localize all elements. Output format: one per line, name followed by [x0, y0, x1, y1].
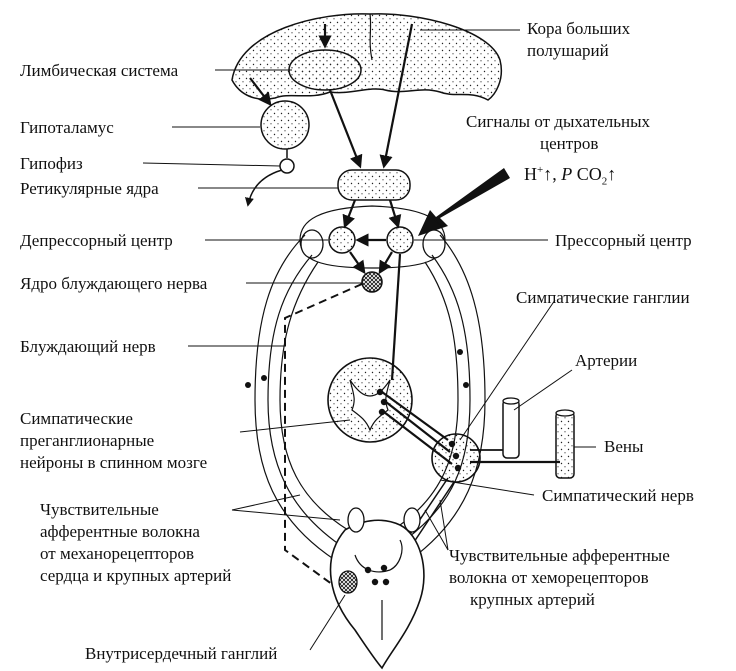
label-mechano-4: сердца и крупных артерий — [40, 566, 232, 585]
heart-vessel-right — [403, 507, 421, 533]
label-mechano-2: афферентные волокна — [40, 522, 200, 541]
pregang-neuron — [380, 398, 388, 406]
label-pregang-3: нейроны в спинном мозге — [20, 453, 208, 472]
label-hypothalamus: Гипоталамус — [20, 118, 114, 137]
cortex-groove — [369, 13, 373, 61]
label-intracardiac: Внутрисердечный ганглий — [85, 644, 278, 663]
arrow-respiratory-signal — [418, 168, 510, 236]
right-afferent-inner — [404, 254, 471, 541]
cortex-outline — [231, 13, 502, 101]
label-depressor: Депрессорный центр — [20, 231, 173, 250]
formula-co-sub: 2 — [601, 175, 608, 188]
vagus-nucleus — [361, 271, 383, 293]
arrow-limbic-hypothalamus — [249, 77, 272, 107]
depressor-center — [328, 226, 356, 254]
arrow-cortex-reticular — [379, 23, 414, 169]
formula-up-arrow-2: ↑ — [607, 164, 617, 184]
arrow-reticular-depressor — [342, 199, 357, 229]
heart-outline — [329, 519, 425, 670]
pressor-descending-tract — [390, 253, 402, 381]
leader-lines — [142, 29, 596, 651]
left-afferent-3 — [279, 261, 349, 531]
label-pregang-2: преганглионарные — [20, 431, 155, 450]
formula-p: P — [561, 164, 573, 184]
arrow-reticular-pressor — [388, 199, 402, 229]
right-afferent-3 — [399, 261, 459, 526]
label-arteries: Артерии — [575, 351, 638, 370]
label-vagus-nucleus: Ядро блуждающего нерва — [20, 274, 208, 293]
label-pituitary: Гипофиз — [20, 154, 83, 173]
label-pressor: Прессорный центр — [555, 231, 692, 250]
left-olive — [300, 229, 324, 259]
limbic-system — [288, 49, 362, 91]
ganglion-neuron — [454, 464, 462, 472]
label-mechano-3: от механорецепторов — [40, 544, 194, 563]
formula-up-arrow-1: ↑ — [543, 164, 553, 184]
pregang-neuron — [378, 408, 386, 416]
pituitary — [279, 158, 295, 174]
formula-co: CO — [576, 164, 602, 184]
heart-vessel-left — [347, 507, 365, 533]
formula-sep: , — [552, 164, 557, 184]
label-reticular: Ретикулярные ядра — [20, 179, 159, 198]
ganglion-neuron — [452, 452, 460, 460]
left-afferent-inner — [267, 254, 341, 546]
label-chemo-3: крупных артерий — [470, 590, 595, 609]
right-afferent-outer — [409, 234, 486, 561]
hypothalamus — [260, 100, 310, 150]
vein — [555, 411, 575, 479]
arrow-limbic-reticular — [328, 89, 363, 169]
heart-neuron — [364, 566, 372, 574]
formula-h: H — [524, 164, 537, 184]
label-veins: Вены — [604, 437, 644, 456]
fiber-dot — [463, 382, 469, 388]
ganglion-neuron — [448, 440, 456, 448]
heart-inner — [354, 539, 403, 573]
label-vagus-nerve: Блуждающий нерв — [20, 337, 156, 356]
formula-blood-gases: H+↑, P CO2↑ — [524, 164, 616, 188]
label-chemo-2: волокна от хеморецепторов — [449, 568, 649, 587]
label-symp-ganglia: Симпатические ганглии — [516, 288, 690, 307]
fiber-dot — [457, 349, 463, 355]
label-limbic: Лимбическая система — [20, 61, 179, 80]
label-resp-2: центров — [540, 134, 599, 153]
vein-top — [555, 409, 575, 417]
fiber-dot — [261, 375, 267, 381]
label-resp-1: Сигналы от дыхательных — [466, 112, 650, 131]
heart-neuron — [382, 578, 390, 586]
label-pregang-1: Симпатические — [20, 409, 133, 428]
label-cortex-1: Кора больших — [527, 19, 631, 38]
label-cortex-2: полушарий — [527, 41, 609, 60]
right-olive — [422, 229, 446, 259]
arrow-pressor-vagus — [378, 251, 393, 275]
label-symp-nerve: Симпатический нерв — [542, 486, 694, 505]
formula-h-sup: + — [537, 164, 544, 176]
pregang-fiber-1 — [381, 391, 449, 441]
reticular-nuclei — [337, 169, 411, 201]
fiber-dot — [245, 382, 251, 388]
arrow-depressor-vagus — [349, 251, 366, 275]
pressor-center — [386, 226, 414, 254]
vagus-nerve-path — [284, 283, 363, 591]
arrow-pituitary-out — [245, 169, 283, 207]
artery-top — [502, 397, 520, 405]
left-afferent-outer — [254, 234, 336, 561]
heart-neuron — [371, 578, 379, 586]
label-chemo-1: Чувствительные афферентные — [449, 546, 670, 565]
intracardiac-ganglion — [338, 570, 358, 594]
heart-neuron — [380, 564, 388, 572]
pregang-neuron — [376, 388, 384, 396]
label-mechano-1: Чувствительные — [40, 500, 159, 519]
